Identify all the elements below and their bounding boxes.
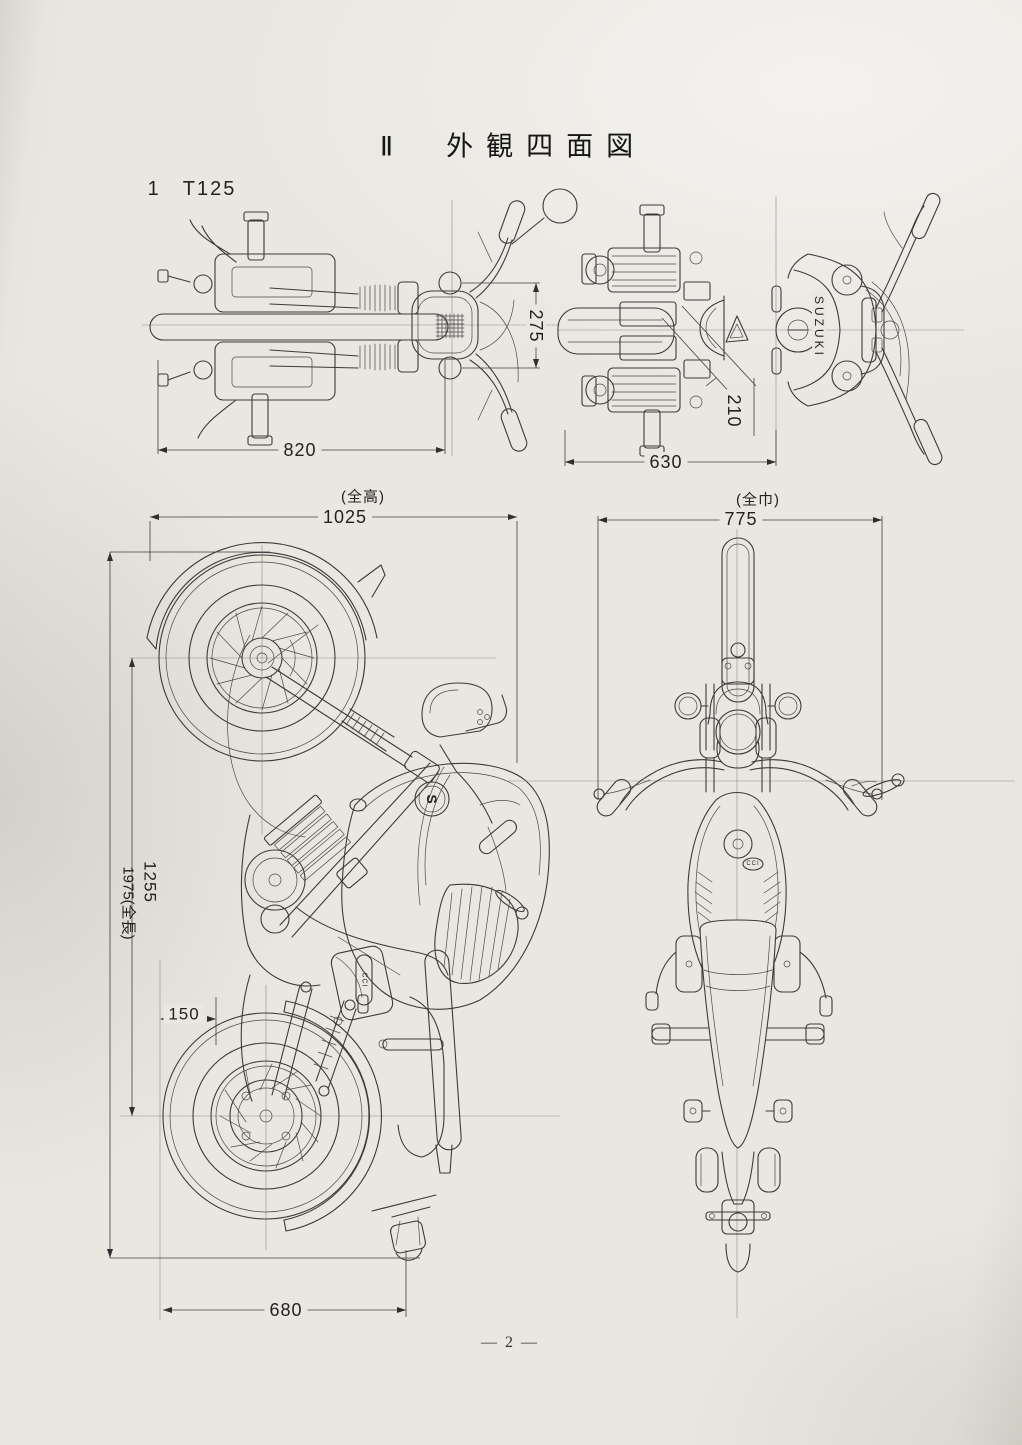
muffler [149, 313, 449, 341]
dim-680-label: 680 [264, 1300, 308, 1320]
muffler-tips-front [695, 1147, 781, 1193]
taillight-side [371, 1194, 437, 1261]
dim-1255-label: 1255 [140, 861, 160, 903]
centerlines [120, 545, 560, 1320]
tank-brand-text: SUZUKI [812, 290, 826, 364]
fork-front [699, 642, 777, 793]
dim-1025-label: 1025 [317, 507, 373, 527]
seat-clamp-area [860, 285, 900, 375]
steering-stem [771, 285, 821, 375]
headlight-side [421, 682, 508, 738]
dim-775-lines [597, 516, 883, 800]
page-number: — 2 — [481, 1334, 539, 1351]
turn-signal-lamps [831, 264, 863, 392]
engine-side [244, 794, 449, 1014]
rear-fender-seat [283, 996, 445, 1232]
side-cover-badge: CCI [360, 972, 368, 988]
dim-1255-lines [129, 658, 135, 1116]
dim-1975-lines [107, 551, 420, 1259]
rear-signals-front [683, 1099, 793, 1123]
headlight-front [715, 709, 761, 769]
muffler-side [424, 949, 462, 1174]
tank-logo-s: S [424, 794, 440, 804]
oil-tank-side-cover [330, 945, 394, 1026]
handlebar-front [593, 759, 905, 817]
centerlines [558, 196, 964, 464]
top-view-drawing [142, 188, 578, 456]
front-wheel [158, 554, 366, 762]
centerlines [505, 508, 1015, 1318]
footpeg-bar-side [378, 1038, 444, 1051]
headlight-top [411, 290, 479, 360]
dim-275-label: 275 [526, 304, 546, 348]
side-view-drawing [107, 514, 560, 1320]
dim-275-lines [462, 282, 540, 369]
front-view-drawing [505, 508, 1015, 1318]
dim-210-label: 210 [724, 389, 744, 433]
caution-triangle [725, 315, 749, 343]
page-title: Ⅱ 外観四面図 [379, 131, 647, 162]
front-fender-cone [699, 295, 725, 361]
dim-820-label: 820 [278, 440, 322, 460]
dim-1025-lines [149, 514, 518, 763]
dim-775-label: 775 [719, 509, 763, 529]
engine-top [157, 211, 336, 446]
fuel-tank-side [341, 762, 550, 1010]
section-label: 1 T125 [147, 178, 237, 200]
dim-150-label: 150 [163, 1004, 205, 1024]
frame-side [240, 762, 439, 987]
front-tank-badge: CCI [746, 861, 760, 867]
dim-630-label: 630 [644, 452, 688, 472]
fork-tubes-top [269, 281, 419, 373]
overall-height-note: (全高) [341, 488, 385, 506]
front-fender-front [707, 681, 769, 725]
underside-view-drawing [557, 192, 964, 466]
handlebar-mounts [438, 271, 462, 380]
turn-signals-front [674, 692, 802, 720]
handlebar-underside [865, 192, 943, 466]
handlebar-top [469, 188, 578, 452]
front-tire [721, 537, 755, 703]
rear-suspension [240, 974, 357, 1102]
overall-width-note: (全巾) [736, 491, 780, 509]
seat-front [699, 919, 777, 1149]
front-tire-edge [557, 307, 675, 355]
rear-fender-taillight-front [705, 1151, 771, 1273]
engine-underside [581, 204, 711, 457]
dim-1975-label: 1975(全長) [119, 866, 137, 940]
